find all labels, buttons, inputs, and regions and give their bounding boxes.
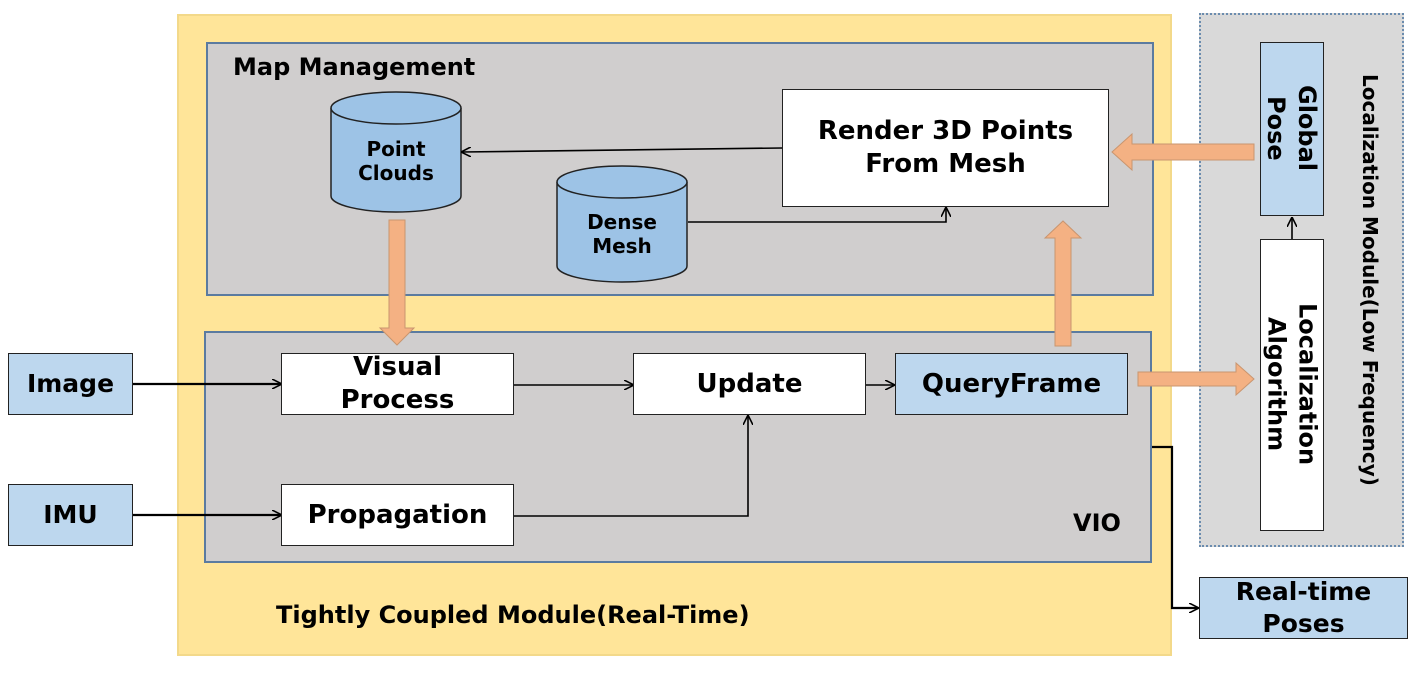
localization-algorithm-line2: Algorithm (1262, 317, 1291, 452)
global-pose-text: Global Pose (1261, 43, 1321, 213)
dense-mesh-label: Dense Mesh (557, 209, 687, 259)
visual-process-line2: Process (340, 385, 455, 415)
tightly-coupled-label: Tightly Coupled Module(Real-Time) (276, 601, 750, 629)
vio-label: VIO (1073, 509, 1121, 537)
query-frame-box: QueryFrame (895, 353, 1128, 415)
global-pose-line2: Pose (1262, 95, 1290, 161)
global-pose-box: Global Pose (1260, 42, 1324, 216)
realtime-poses-box: Real-time Poses (1199, 577, 1408, 639)
dense-mesh-cylinder (556, 165, 688, 283)
fat-arrow-queryframe-to-render (1043, 220, 1083, 347)
fat-arrow-queryframe-to-localization (1137, 361, 1255, 397)
render-3d-points-box: Render 3D Points From Mesh (782, 89, 1109, 207)
render-line1: Render 3D Points (817, 116, 1074, 146)
imu-input-box: IMU (8, 484, 133, 546)
localization-module-label: Localization Module(Low Frequency) (1358, 74, 1382, 486)
point-clouds-label: Point Clouds (331, 136, 461, 186)
visual-process-box: Visual Process (281, 352, 514, 415)
realtime-poses-line2: Poses (1262, 609, 1345, 638)
point-clouds-line1: Point (366, 137, 426, 161)
fat-arrow-pointclouds-to-visual (378, 219, 416, 346)
dense-mesh-line1: Dense (587, 210, 657, 234)
point-clouds-cylinder (330, 91, 462, 213)
global-pose-line1: Global (1293, 84, 1321, 171)
image-input-box: Image (8, 353, 133, 415)
realtime-poses-line1: Real-time (1235, 577, 1372, 606)
arrow-mesh-to-render (688, 208, 946, 223)
localization-algorithm-text: Localization Algorithm (1261, 240, 1322, 529)
update-box: Update (633, 353, 866, 415)
localization-algorithm-box: Localization Algorithm (1260, 239, 1324, 531)
fat-arrow-globalpose-to-render (1111, 132, 1255, 172)
arrow-render-to-pointclouds (462, 148, 783, 152)
render-line2: From Mesh (865, 149, 1026, 179)
map-management-label: Map Management (233, 53, 476, 81)
propagation-box: Propagation (281, 484, 514, 546)
point-clouds-line2: Clouds (358, 161, 434, 185)
localization-algorithm-line1: Localization (1293, 303, 1322, 466)
dense-mesh-line2: Mesh (592, 234, 652, 258)
arrow-propagation-to-update (514, 416, 748, 517)
visual-process-line1: Visual (352, 352, 443, 382)
arrow-vio-to-realtime (1152, 445, 1198, 608)
